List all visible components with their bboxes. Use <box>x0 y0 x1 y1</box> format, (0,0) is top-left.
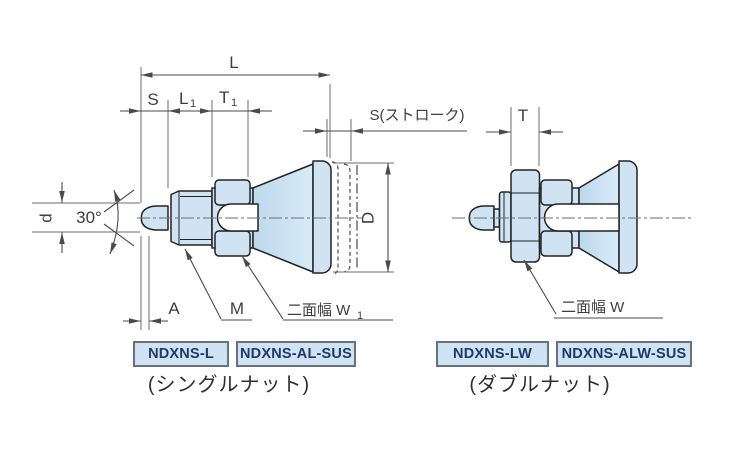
hex-nut <box>510 169 541 263</box>
body-slot <box>543 203 620 232</box>
dim-label-T1: T <box>219 88 229 107</box>
flats-leader-left <box>241 255 393 321</box>
body-hex-top-facet <box>214 179 251 206</box>
part-number-ndxns-lw[interactable]: NDXNS-LW <box>436 341 549 367</box>
dim-label-T: T <box>518 106 528 125</box>
flats-leader-right <box>523 259 663 319</box>
single-nut-caption: (シングルナット) <box>147 374 311 396</box>
body-hex-bottom-facet <box>214 230 251 257</box>
dim-stroke <box>303 119 467 161</box>
dim-label-stroke: S(ストローク) <box>370 107 465 124</box>
knob-face <box>312 160 332 274</box>
dim-label-d: d <box>37 213 56 222</box>
dim-a <box>123 236 168 330</box>
tip-angle-annotation <box>103 189 135 255</box>
dim-nut-width <box>486 107 563 166</box>
part-number-ndxns-alw-sus[interactable]: NDXNS-ALW-SUS <box>556 341 692 367</box>
dim-label-L1-sub: 1 <box>190 98 196 110</box>
dim-label-T1-sub: 1 <box>231 97 237 109</box>
right-plunger-drawing: T 二面幅 W <box>452 106 692 319</box>
left-plunger-drawing: L S L 1 T 1 S(ストローク) <box>32 53 467 330</box>
jam-nut <box>498 191 512 243</box>
part-number-ndxns-al-sus[interactable]: NDXNS-AL-SUS <box>236 341 356 367</box>
dim-label-S: S <box>147 90 158 109</box>
flats-label-right: 二面幅 W <box>561 299 625 316</box>
body-hex-bottom-facet <box>540 230 573 257</box>
dim-label-M: M <box>230 299 244 318</box>
left-parts <box>140 160 332 274</box>
dim-label-L1: L <box>179 89 188 108</box>
right-parts <box>468 160 638 274</box>
thread-leader <box>184 248 252 321</box>
dim-knob-diameter <box>333 162 394 273</box>
double-nut-caption: (ダブルナット) <box>469 374 611 396</box>
dim-label-D: D <box>359 212 378 224</box>
flats-label-left: 二面幅 W <box>287 302 351 319</box>
dim-label-A: A <box>168 299 180 318</box>
dim-overall-length <box>140 67 331 203</box>
dim-label-L: L <box>229 53 238 72</box>
dim-pin-diameter <box>32 182 140 253</box>
dim-chain-s-l1-t1 <box>120 100 272 188</box>
flats-label-left-sub: 1 <box>357 310 363 322</box>
part-number-ndxns-l[interactable]: NDXNS-L <box>133 341 229 367</box>
dim-label-30deg: 30° <box>76 208 102 227</box>
knob-face <box>618 160 638 274</box>
body-hex-top-facet <box>540 179 573 206</box>
